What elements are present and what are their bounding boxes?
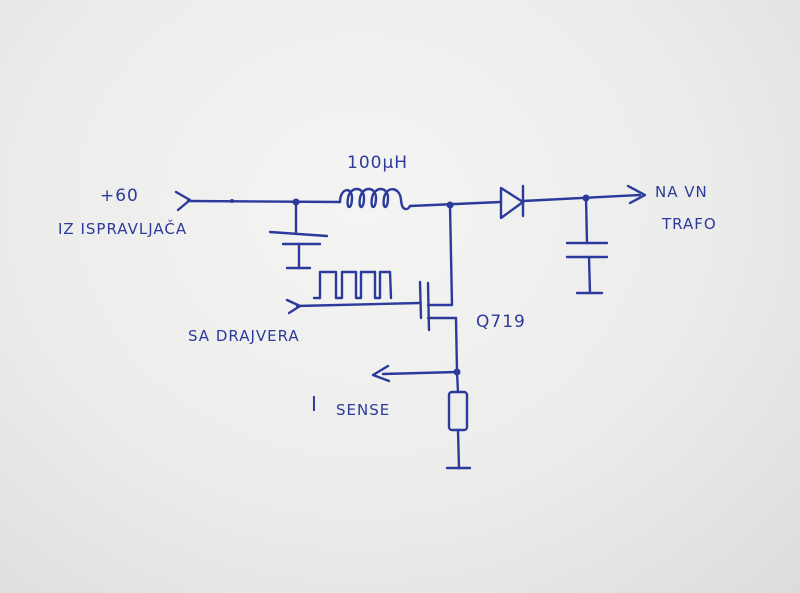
output-capacitor-icon xyxy=(565,196,609,295)
input-capacitor-icon xyxy=(268,200,329,270)
output-label-line2: TRAFO xyxy=(662,215,717,233)
sense-arrow-icon xyxy=(371,364,391,383)
output-rail-wire xyxy=(521,193,642,203)
square-wave-icon xyxy=(312,270,393,300)
sense-wire xyxy=(381,370,459,376)
resistor-lead-bottom xyxy=(456,428,461,470)
top-rail-input-wire xyxy=(186,199,342,204)
sense-word-label: SENSE xyxy=(336,401,391,419)
driver-source-label: SA DRAJVERA xyxy=(188,327,300,345)
mosfet-icon xyxy=(418,280,459,374)
drain-wire xyxy=(426,203,454,307)
junction-rail-dot xyxy=(230,199,234,203)
transistor-label: Q719 xyxy=(476,312,526,332)
input-source-label: IZ ISPRAVLJAČA xyxy=(58,220,188,238)
diode-icon xyxy=(499,184,525,220)
output-arrow-icon xyxy=(626,184,647,205)
resistor-lead-top xyxy=(455,370,460,394)
output-label-line1: NA VN xyxy=(655,183,708,201)
resistor-icon xyxy=(447,390,469,432)
input-voltage-label: +60 xyxy=(100,186,139,206)
sense-prefix-label: I xyxy=(311,392,318,416)
rail-inductor-to-node xyxy=(408,200,503,208)
inductor-value-label: 100μH xyxy=(347,153,409,173)
gate-wire xyxy=(295,301,422,308)
inductor-icon xyxy=(338,187,412,211)
